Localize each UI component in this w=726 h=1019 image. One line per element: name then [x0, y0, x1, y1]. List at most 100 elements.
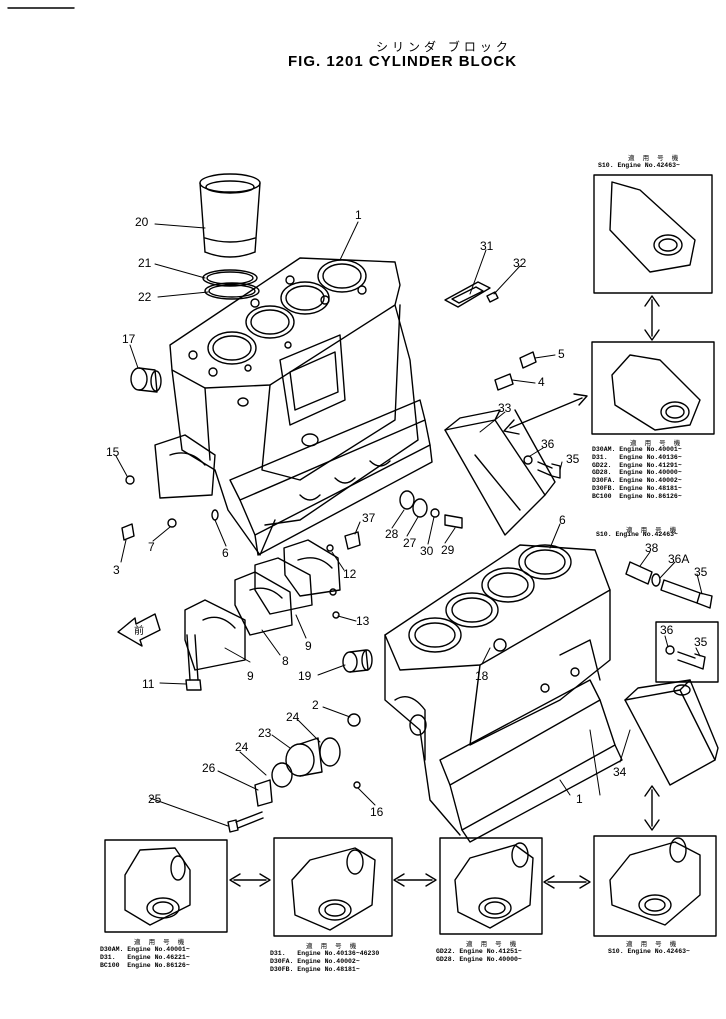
callout-28: 28: [385, 527, 399, 541]
inset-mid: [591, 341, 715, 435]
arrow-vertical-top: [644, 295, 660, 341]
plug-37: [344, 531, 361, 550]
callout-1b: 1: [576, 792, 583, 806]
callout-12: 12: [343, 567, 357, 581]
bolt-25: [227, 811, 264, 833]
callout-17: 17: [122, 332, 136, 346]
applicability-heading-top: 適 用 号 機: [628, 154, 682, 162]
applicability-heading-mid2: 適 用 号 機: [626, 526, 680, 534]
callout-37: 37: [362, 511, 376, 525]
bolt-35-right: [665, 645, 706, 670]
callout-34: 34: [613, 765, 627, 779]
inset-top: [593, 174, 713, 294]
housing-23: [271, 737, 341, 788]
applicability-heading-b3: 適 用 号 機: [466, 940, 520, 948]
callout-1: 1: [355, 208, 362, 222]
callout-4: 4: [538, 375, 545, 389]
inset-bottom-4: [593, 835, 717, 937]
bolt-35-top: [523, 455, 561, 479]
arrow-horizontal-2: [393, 873, 437, 887]
callout-35c: 35: [694, 635, 708, 649]
seals-27-30: [399, 490, 463, 529]
callout-16: 16: [370, 805, 384, 819]
dowel-16: [353, 781, 361, 789]
o-rings: [202, 269, 260, 300]
callout-5: 5: [558, 347, 565, 361]
callout-27: 27: [403, 536, 417, 550]
applicability-bottom-4: S10. Engine No.42463~: [608, 948, 690, 955]
arrow-horizontal-1: [229, 873, 271, 887]
callout-9b: 9: [305, 639, 312, 653]
callout-19: 19: [298, 669, 312, 683]
title-japanese: シリンダ ブロック: [376, 40, 512, 54]
callout-36a: 36: [541, 437, 555, 451]
applicability-heading-b1: 適 用 号 機: [134, 938, 188, 946]
callout-21: 21: [138, 256, 152, 270]
callout-11: 11: [142, 677, 155, 691]
callout-25: 25: [148, 792, 162, 806]
bearing-caps: [184, 539, 341, 671]
dowel-13: [332, 611, 340, 619]
callout-26: 26: [202, 761, 216, 775]
callout-36b: 36: [660, 623, 674, 637]
applicability-heading-mid: 適 用 号 機: [630, 439, 684, 447]
callout-38: 38: [645, 541, 659, 555]
plug-19: [342, 649, 373, 673]
bolt-11: [185, 634, 202, 691]
cylinder-block-main: [154, 257, 433, 556]
cylinder-block-second: [384, 544, 623, 843]
leader-lines: [115, 221, 703, 827]
callout-35b: 35: [694, 565, 708, 579]
callout-8: 8: [282, 654, 289, 668]
plugs-4-5: [494, 351, 537, 391]
callout-7: 7: [148, 540, 155, 554]
callout-24: 24: [286, 710, 300, 724]
callout-31: 31: [480, 239, 494, 253]
applicability-bottom-2: D31. Engine No.40136~46230 D30FA. Engine…: [270, 950, 380, 973]
callout-3: 3: [113, 563, 120, 577]
front-marker: 前: [134, 626, 144, 637]
applicability-bottom-1: D30AM. Engine No.40001~ D31. Engine No.4…: [100, 946, 190, 969]
callout-33: 33: [498, 401, 512, 415]
callout-13: 13: [356, 614, 370, 628]
bracket-34: [624, 679, 719, 786]
applicability-top: S10. Engine No.42463~: [598, 162, 680, 169]
callout-20: 20: [135, 215, 149, 229]
plug-2: [347, 713, 361, 727]
arrow-horizontal-3: [543, 875, 591, 889]
page-title: FIG. 1201 CYLINDER BLOCK: [288, 53, 518, 70]
callout-24b: 24: [235, 740, 249, 754]
callout-6b: 6: [559, 513, 566, 527]
callout-32: 32: [513, 256, 527, 270]
cylinder-liner: [199, 173, 261, 258]
arrow-vertical-mid: [644, 785, 660, 831]
clip-26: [254, 779, 273, 807]
callout-23: 23: [258, 726, 272, 740]
sleeve-38: [625, 561, 713, 609]
applicability-bottom-3: GD22. Engine No.41251~ GD28. Engine No.4…: [436, 948, 522, 963]
callout-15: 15: [106, 445, 120, 459]
callout-36A: 36A: [668, 552, 690, 566]
callout-22: 22: [138, 290, 152, 304]
applicability-mid: D30AM. Engine No.40001~ D31. Engine No.4…: [592, 446, 682, 500]
inset-small: [655, 621, 719, 683]
callout-18: 18: [475, 669, 489, 683]
applicability-heading-b4: 適 用 号 機: [626, 940, 680, 948]
front-arrow: [117, 613, 161, 647]
bracket-33: [444, 409, 556, 536]
arrow-diagonal: [503, 393, 588, 435]
applicability-mid-2: S10. Engine No.42463~: [596, 531, 678, 538]
plug-17: [130, 367, 162, 393]
inset-bottom-2: [273, 837, 393, 937]
cover-31: [444, 281, 499, 308]
callout-30: 30: [420, 544, 434, 558]
callout-29: 29: [441, 543, 455, 557]
applicability-heading-b2: 適 用 号 機: [306, 942, 360, 950]
small-plugs-left: [121, 475, 219, 541]
callout-2: 2: [312, 698, 319, 712]
callout-35a: 35: [566, 452, 580, 466]
inset-bottom-3: [439, 837, 543, 935]
inset-bottom-1: [104, 839, 228, 933]
